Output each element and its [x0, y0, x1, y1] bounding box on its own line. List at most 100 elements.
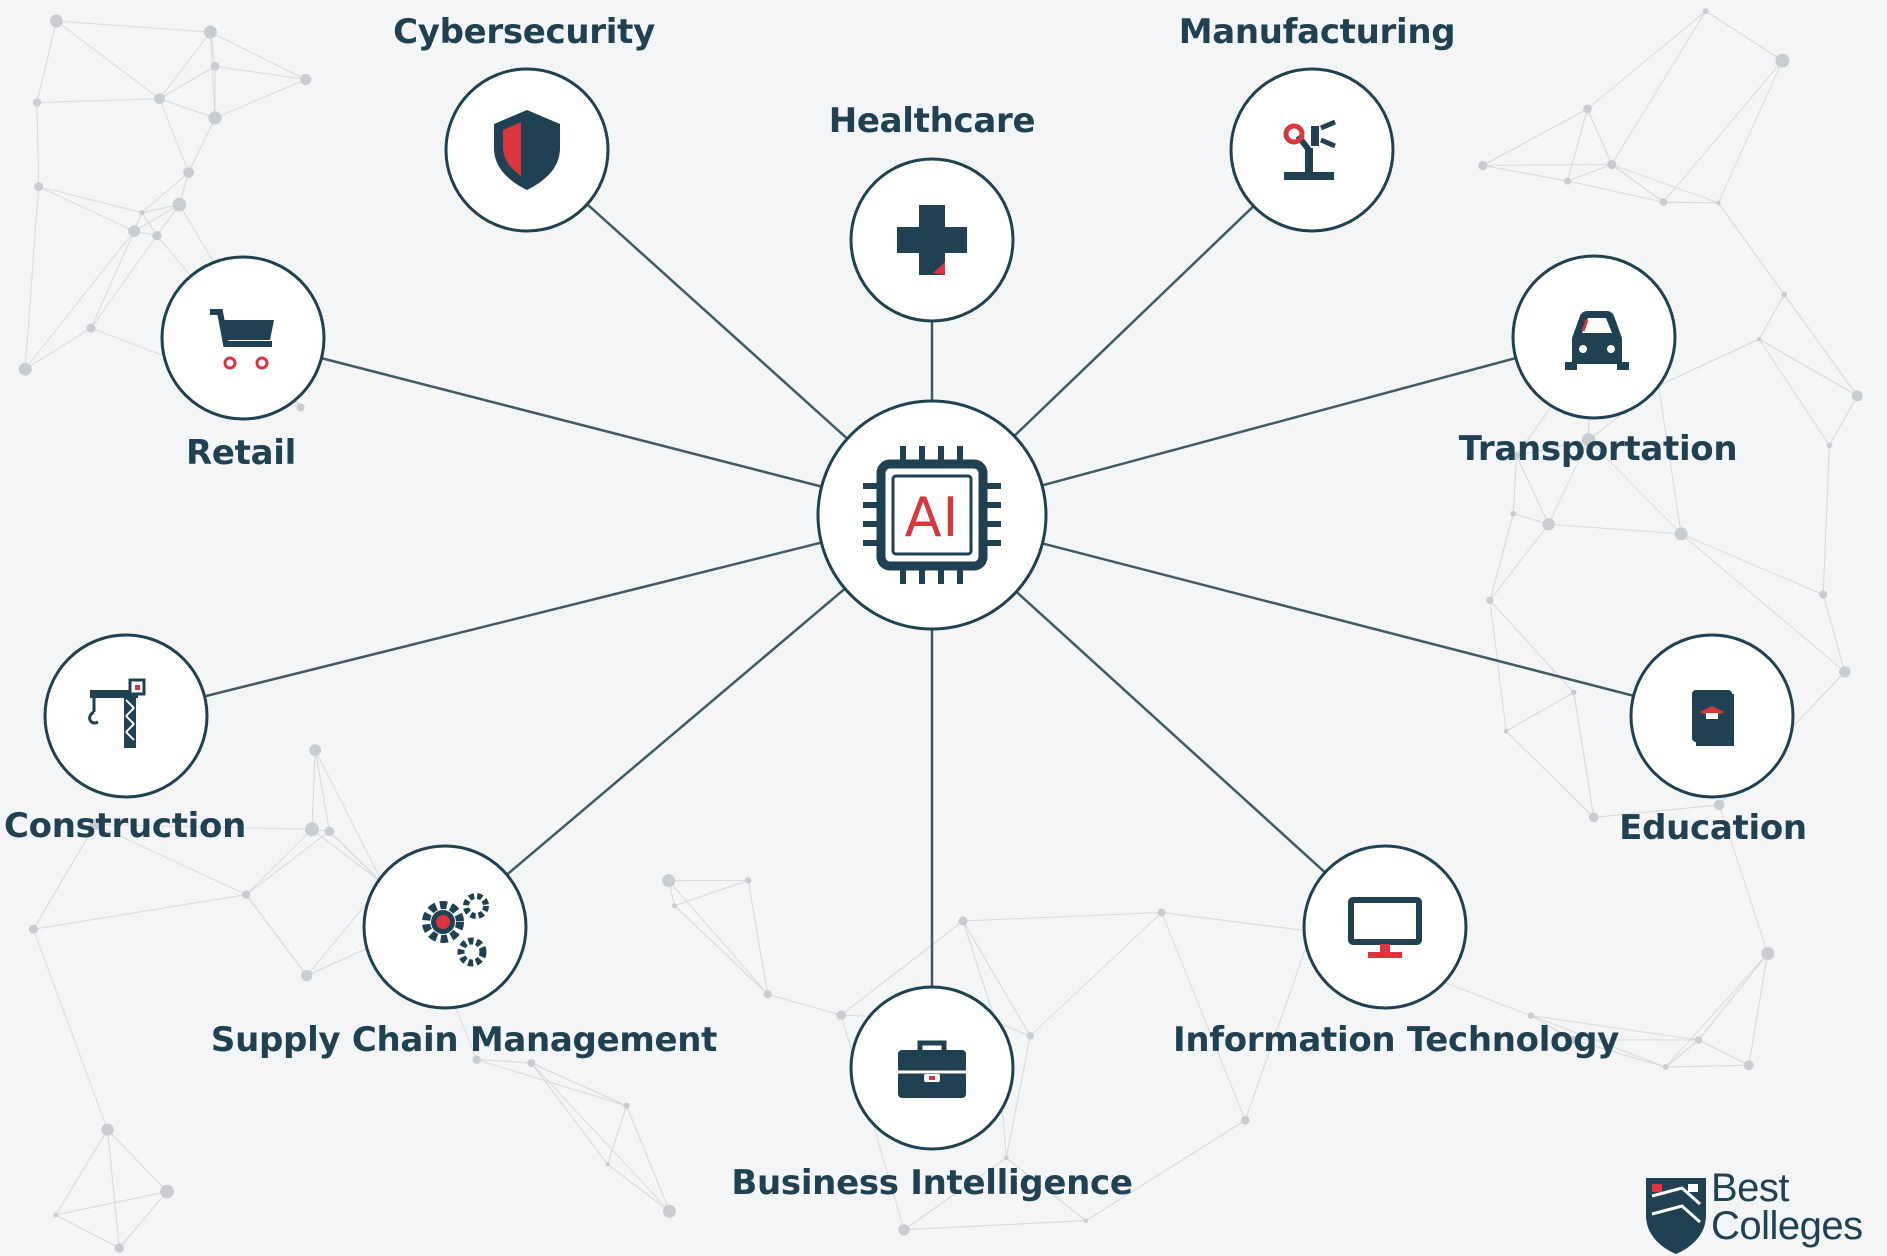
background-edge [188, 117, 216, 173]
background-dot [86, 323, 96, 333]
background-edge [214, 78, 307, 119]
background-dot [28, 924, 38, 934]
background-edge [38, 186, 135, 232]
background-edge [36, 98, 160, 103]
background-edge [107, 1129, 168, 1192]
background-edge [1758, 338, 1830, 446]
background-edge [55, 1214, 120, 1249]
background-edge [245, 830, 330, 896]
background-edge [1593, 804, 1720, 818]
background-edge [1482, 165, 1568, 182]
background-edge [530, 1062, 670, 1212]
background-edge [668, 880, 769, 995]
medical-cross-icon [897, 205, 967, 275]
node-ai-center [816, 399, 1048, 631]
label-supply-chain-management: Supply Chain Management [210, 1020, 718, 1060]
background-edge [530, 1062, 608, 1165]
background-edge [1822, 594, 1846, 673]
background-edge [1611, 164, 1664, 203]
background-dot [1486, 596, 1494, 604]
background-dot [1775, 53, 1790, 68]
background-edge [133, 204, 180, 232]
background-edge [1567, 163, 1612, 182]
background-edge [767, 993, 842, 1016]
background-edge [38, 186, 142, 214]
background-dot [1659, 198, 1668, 206]
background-dot [472, 1055, 481, 1064]
logo-line-best: Best [1711, 1166, 1790, 1210]
background-dot [53, 1212, 59, 1218]
background-edge [32, 929, 108, 1130]
background-dot [324, 826, 335, 837]
background-dot [1588, 812, 1599, 823]
background-dot [34, 182, 44, 192]
background-edge [141, 172, 189, 214]
book-icon [1692, 690, 1734, 746]
connector-education [931, 513, 1713, 718]
label-cybersecurity: Cybersecurity [393, 12, 655, 52]
background-edge [159, 65, 216, 100]
background-edge [210, 31, 307, 80]
background-dot [1569, 1035, 1578, 1044]
background-edge [1718, 804, 1769, 954]
monitor-icon [1348, 897, 1422, 958]
background-edge [1658, 385, 1682, 534]
background-edge [1548, 523, 1682, 535]
background-edge [1665, 1064, 1749, 1068]
background-dot [1478, 160, 1488, 171]
background-dot [1757, 337, 1762, 342]
background-edge [1530, 1015, 1666, 1068]
background-dot [309, 744, 322, 757]
background-edge [840, 920, 964, 1016]
background-edge [1516, 439, 1589, 457]
background-edge [314, 750, 330, 832]
background-dot [1527, 1012, 1535, 1019]
background-edge [674, 905, 769, 995]
background-edge [118, 1191, 168, 1249]
background-edge [476, 1059, 532, 1064]
background-dot [958, 916, 968, 926]
background-edge [1698, 953, 1769, 1041]
background-dot [1583, 104, 1592, 114]
background-edge [1005, 1157, 1087, 1222]
background-dot [183, 167, 194, 178]
background-edge [56, 20, 160, 100]
background-dot [154, 93, 165, 105]
background-edge [1573, 1039, 1666, 1068]
background-edge [1758, 338, 1858, 397]
background-edge [107, 1129, 120, 1249]
background-dot [836, 1010, 846, 1020]
background-edge [36, 102, 40, 187]
background-dot [1083, 1218, 1089, 1223]
background-dot [1157, 908, 1166, 917]
background-edge [1513, 513, 1549, 525]
background-edge [674, 879, 749, 907]
background-dot [1826, 442, 1833, 449]
background-dot [1542, 518, 1555, 531]
background-edge [747, 880, 769, 995]
background-edge [1665, 1039, 1699, 1068]
background-dot [139, 210, 145, 216]
background-edge [1482, 163, 1612, 167]
background-edge [1029, 912, 1162, 1037]
background-edge [1530, 1015, 1699, 1041]
background-dot [1026, 1032, 1034, 1040]
background-edge [1611, 10, 1707, 165]
bestcolleges-shield-icon [1646, 1178, 1706, 1254]
background-edge [159, 98, 216, 119]
background-edge [1783, 294, 1858, 397]
background-dot [744, 877, 752, 884]
background-dot [32, 98, 42, 107]
background-edge [1717, 60, 1783, 204]
background-edge [32, 824, 96, 930]
background-edge [33, 894, 247, 930]
label-information-technology: Information Technology [1172, 1020, 1620, 1060]
background-dot [89, 818, 101, 831]
background-edge [1512, 455, 1517, 514]
background-edge [56, 20, 211, 33]
background-dot [1607, 159, 1617, 170]
background-dot [1570, 689, 1577, 696]
background-dot [160, 1184, 174, 1199]
node-information-technology [1302, 844, 1468, 1010]
